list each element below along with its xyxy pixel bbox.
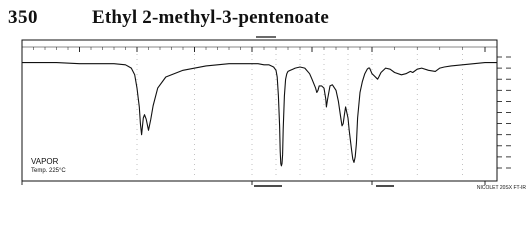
ir-spectrum-chart: VAPOR Temp. 225°C NICOLET 20SX FT-IR — [21, 36, 526, 191]
bottom-scale-bars — [21, 181, 486, 187]
spectrum-page: 350 Ethyl 2-methyl-3-pentenoate VAPOR Te… — [0, 0, 532, 192]
plot-frame — [21, 39, 498, 182]
instrument-label: NICOLET 20SX FT-IR — [477, 185, 526, 191]
spectrum-trace-line — [22, 62, 497, 167]
spectrum-number: 350 — [8, 7, 38, 28]
grid-lines — [136, 54, 463, 179]
right-scale-marks — [497, 56, 511, 169]
spectrum-header: 350 Ethyl 2-methyl-3-pentenoate — [0, 0, 532, 34]
sample-temperature-label: Temp. 225°C — [31, 168, 66, 174]
top-scale-ticks — [21, 36, 497, 52]
sample-phase-label: VAPOR — [31, 157, 59, 166]
compound-name: Ethyl 2-methyl-3-pentenoate — [92, 7, 330, 28]
